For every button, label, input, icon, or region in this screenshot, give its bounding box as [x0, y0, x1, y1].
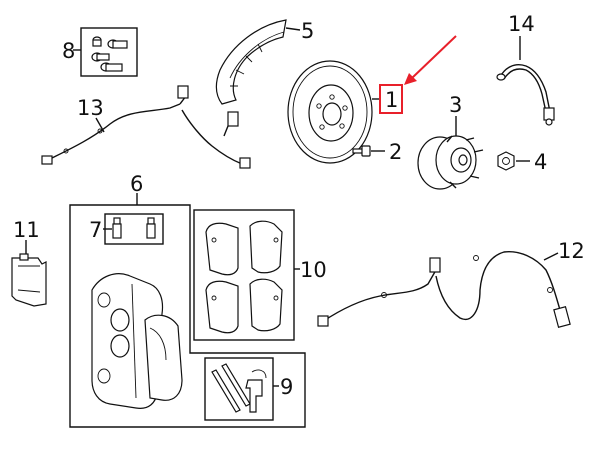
part-brake-pads [193, 209, 295, 341]
part-caliper-body [91, 273, 183, 409]
part-guide-pin-kit [80, 27, 138, 77]
label-10: 10 [300, 258, 327, 282]
label-12: 12 [558, 239, 585, 263]
part-pad-bracket [11, 253, 47, 307]
part-hardware-kit [204, 357, 274, 421]
label-13: 13 [77, 96, 104, 120]
part-wear-sensor-left [41, 85, 251, 169]
label-11: 11 [13, 218, 40, 242]
label-7: 7 [89, 218, 102, 242]
label-3: 3 [449, 93, 462, 117]
label-1-highlight-box [379, 84, 403, 114]
part-hub-nut [497, 151, 515, 171]
highlight-arrow [404, 35, 457, 85]
label-9: 9 [280, 375, 293, 399]
part-rotor-bolt [352, 145, 371, 157]
label-8: 8 [62, 39, 75, 63]
part-dust-shield [215, 19, 287, 105]
label-6: 6 [130, 172, 143, 196]
label-1: 1 [385, 88, 398, 112]
label-14: 14 [508, 12, 535, 36]
part-brake-rotor [287, 60, 373, 164]
part-wheel-hub [417, 135, 484, 190]
part-brake-hose [496, 64, 555, 126]
part-bleeder-screws [112, 217, 156, 239]
part-wear-sensor-right [317, 251, 571, 328]
label-4: 4 [534, 150, 547, 174]
label-2: 2 [389, 140, 402, 164]
label-5: 5 [301, 19, 314, 43]
